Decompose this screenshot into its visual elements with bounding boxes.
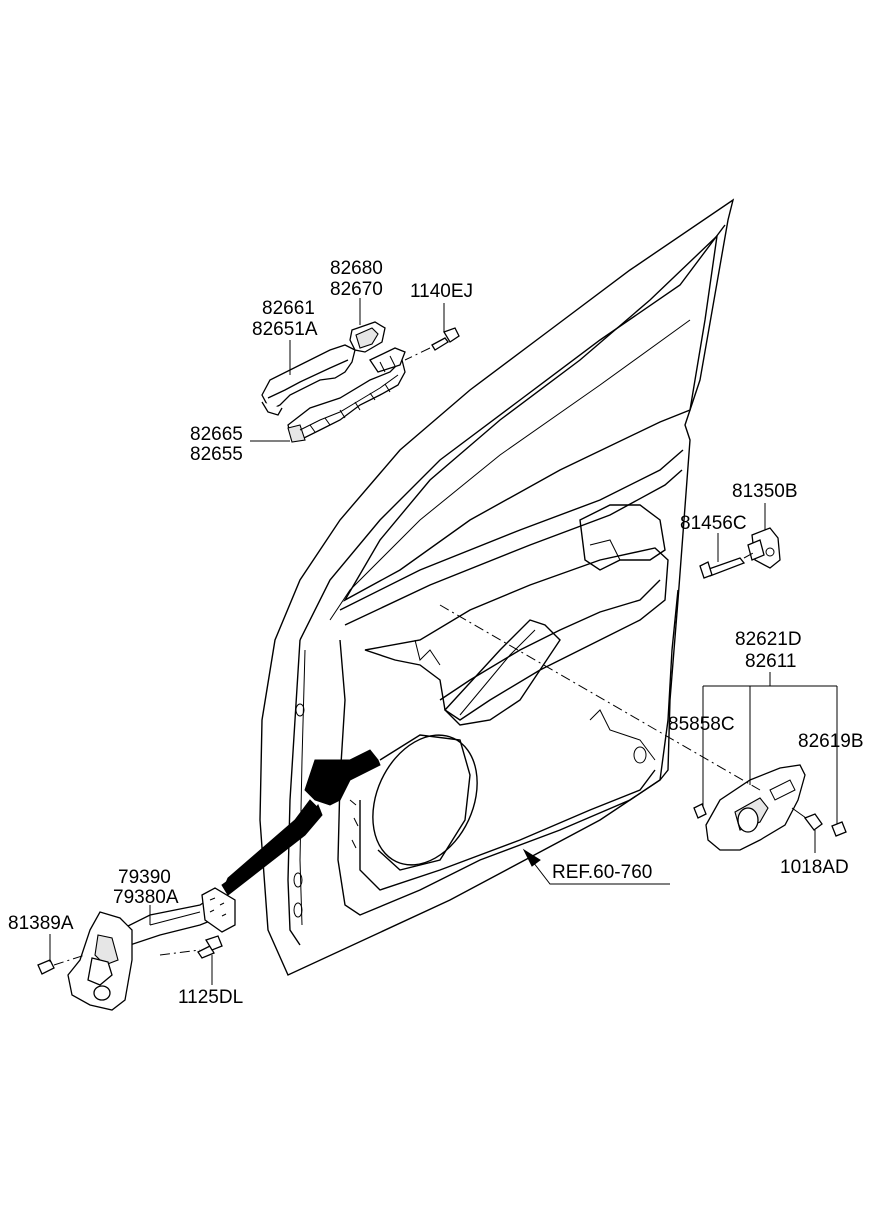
label-1140EJ: 1140EJ xyxy=(410,281,473,302)
outside-handle-assembly xyxy=(261,321,460,443)
label-82611: 82611 xyxy=(745,651,796,672)
label-82661: 82661 xyxy=(262,298,315,319)
door-checker-hinge xyxy=(37,887,236,1011)
label-85858C: 85858C xyxy=(668,714,735,735)
label-81456C: 81456C xyxy=(680,513,747,534)
label-1018AD: 1018AD xyxy=(780,857,849,878)
label-1125DL: 1125DL xyxy=(178,987,243,1008)
label-82665: 82665 xyxy=(190,424,243,445)
label-82680: 82680 xyxy=(330,258,383,279)
leader-lines xyxy=(49,298,838,985)
label-82655: 82655 xyxy=(190,444,243,465)
label-82670: 82670 xyxy=(330,279,383,300)
label-81350B: 81350B xyxy=(732,481,798,502)
door-shell xyxy=(259,198,735,976)
label-81389A: 81389A xyxy=(8,913,74,934)
door-checker-strap xyxy=(221,749,381,896)
label-82621D: 82621D xyxy=(735,629,802,650)
label-79390: 79390 xyxy=(118,867,171,888)
striker-assembly xyxy=(699,527,781,579)
label-82651A: 82651A xyxy=(252,319,318,340)
label-82619B: 82619B xyxy=(798,731,864,752)
part-labels: 82680 82670 1140EJ 82661 82651A 82665 82… xyxy=(8,258,864,1008)
inside-handle-assembly xyxy=(439,604,847,851)
label-ref: REF.60-760 xyxy=(552,862,652,883)
label-79380A: 79380A xyxy=(113,887,179,908)
